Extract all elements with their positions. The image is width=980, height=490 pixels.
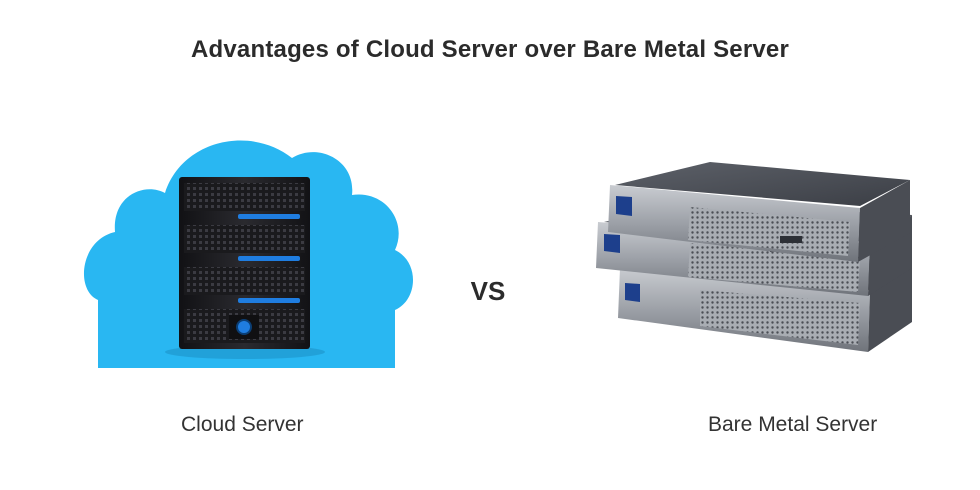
power-button-icon [236, 319, 252, 335]
bare-metal-server-stack-icon [596, 162, 912, 352]
page-title: Advantages of Cloud Server over Bare Met… [190, 36, 790, 63]
bare-metal-server-caption: Bare Metal Server [708, 413, 878, 436]
cloud-server-caption: Cloud Server [181, 413, 304, 436]
server-unit [608, 162, 910, 262]
led-bar [238, 298, 300, 303]
led-bar [238, 214, 300, 219]
led-bar [238, 256, 300, 261]
cloud-server-icon [83, 140, 414, 368]
rack-chassis [179, 177, 310, 349]
vs-label: VS [470, 276, 506, 306]
